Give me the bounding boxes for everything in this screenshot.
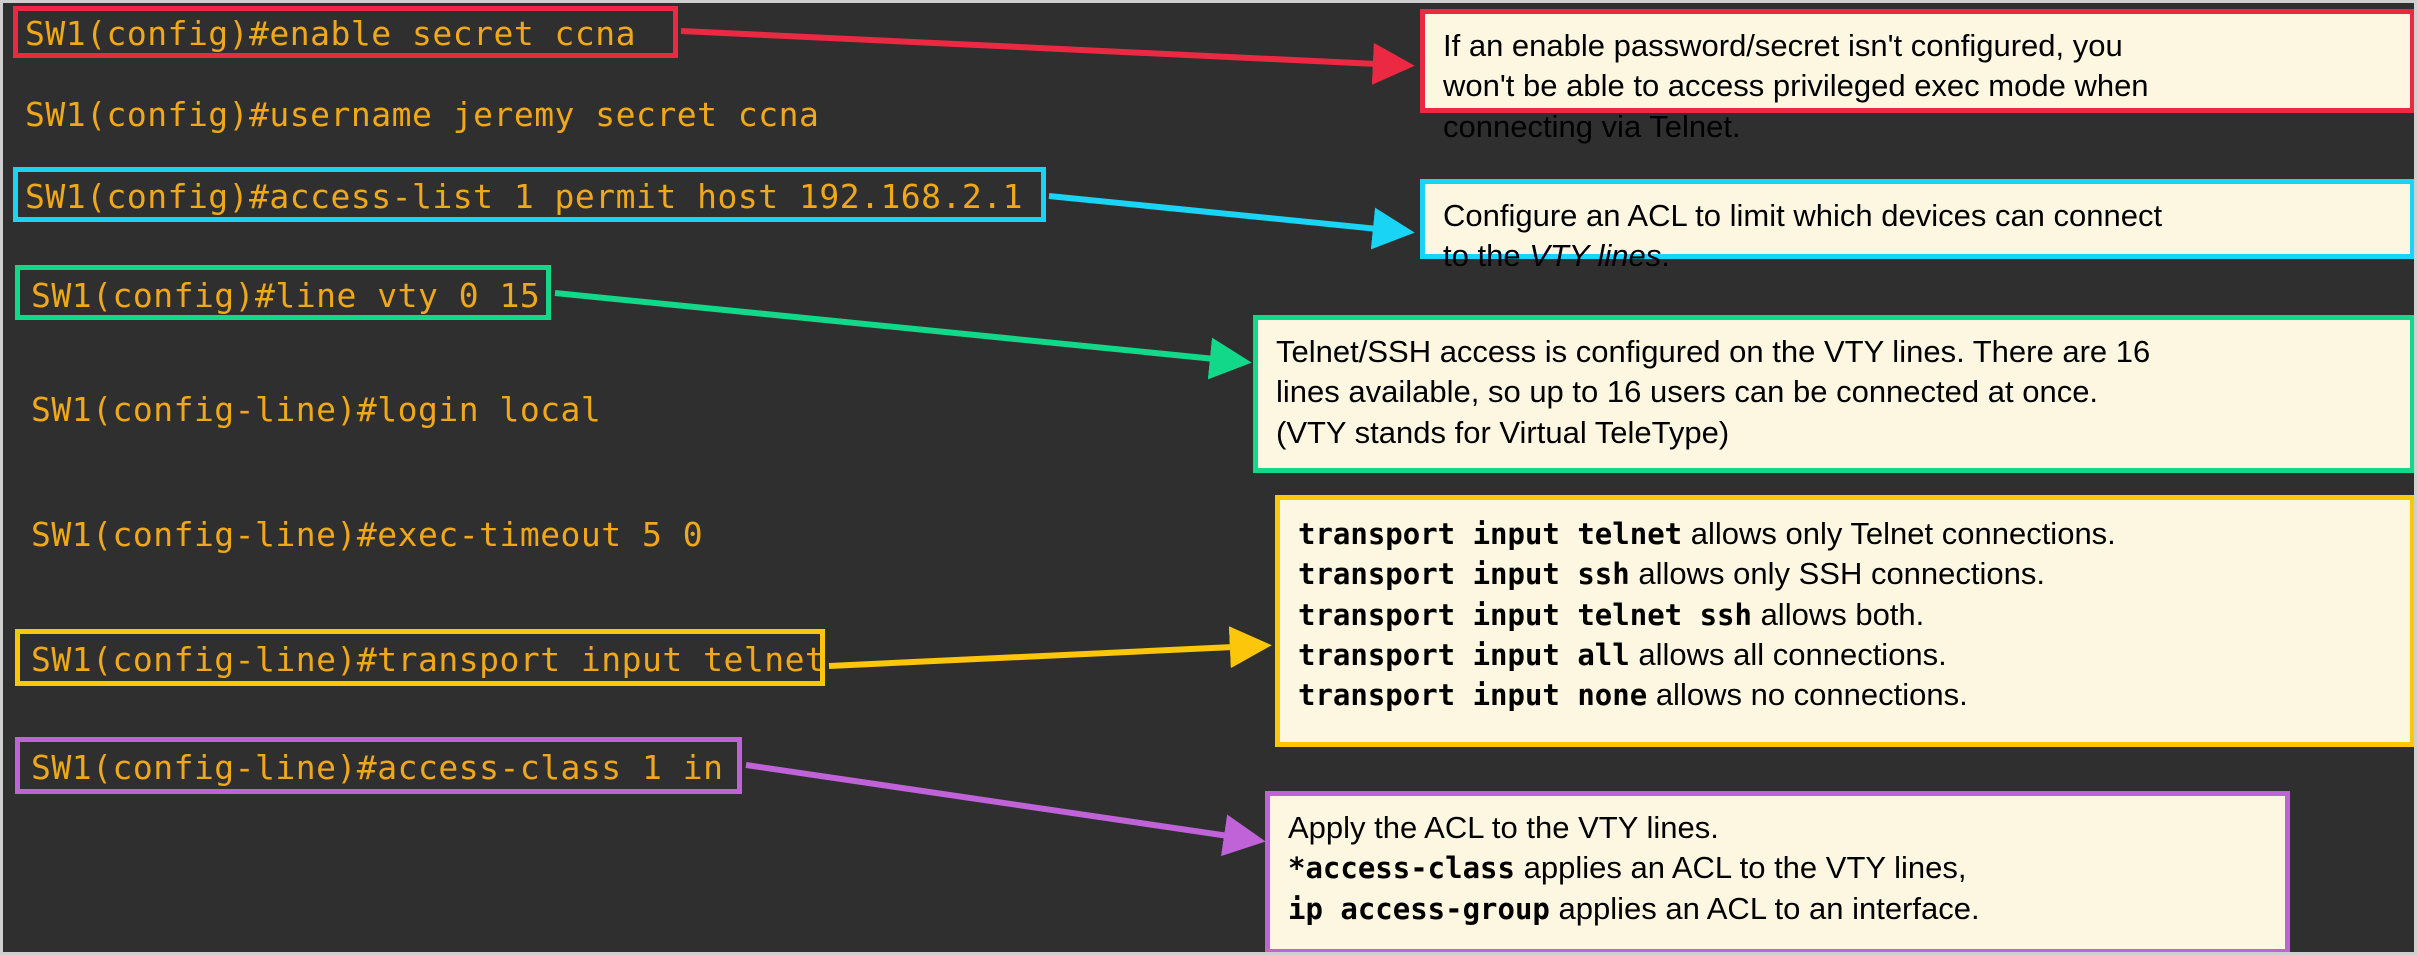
arrow-access-class: [745, 762, 1266, 857]
callout-transport-cmd: transport input all: [1298, 637, 1630, 672]
terminal-line-transport-input: SW1(config-line)#transport input telnet: [31, 640, 826, 679]
callout-transport-row: transport input telnet ssh allows both.: [1298, 595, 2394, 635]
callout-transport-row: transport input telnet allows only Telne…: [1298, 514, 2394, 554]
highlight-box-enable-secret: [13, 6, 678, 58]
highlight-box-transport-input: [15, 629, 825, 686]
callout-transport-cmd: transport input telnet ssh: [1298, 597, 1752, 632]
callout-transport-cmd: transport input telnet: [1298, 517, 1683, 551]
callout-access-class-line3: ip access-group applies an ACL to an int…: [1288, 889, 2269, 929]
arrow-transport-input: [828, 626, 1272, 669]
callout-vty-line2: lines available, so up to 16 users can b…: [1276, 374, 2099, 410]
callout-enable-secret-line1: If an enable password/secret isn't confi…: [1443, 28, 2123, 63]
callout-transport-desc: allows all connections.: [1629, 636, 1947, 672]
callout-transport-desc: allows no connections.: [1647, 677, 1968, 713]
callout-acl-line2-suffix: .: [1661, 238, 1670, 274]
callout-transport-row: transport input ssh allows only SSH conn…: [1298, 554, 2394, 594]
callout-transport-row: transport input all allows all connectio…: [1298, 635, 2394, 675]
callout-access-class-desc-2: applies an ACL to an interface.: [1549, 890, 1980, 926]
callout-transport-cmd: transport input none: [1298, 678, 1648, 713]
callout-access-class-line1: Apply the ACL to the VTY lines.: [1288, 810, 1719, 845]
arrow-line-vty: [554, 290, 1252, 380]
callout-transport-desc: allows only SSH connections.: [1629, 556, 2045, 592]
callout-vty-line1: Telnet/SSH access is configured on the V…: [1276, 334, 2151, 369]
callout-transport-desc: allows both.: [1751, 596, 1925, 632]
terminal-line-login-local: SW1(config-line)#login local: [31, 390, 602, 429]
callout-transport-row: transport input none allows no connectio…: [1298, 675, 2394, 715]
highlight-box-line-vty: [15, 265, 551, 320]
terminal-line-exec-timeout: SW1(config-line)#exec-timeout 5 0: [31, 515, 704, 554]
terminal-line-username: SW1(config)#username jeremy secret ccna: [25, 95, 820, 134]
callout-access-class-cmd-1: *access-class: [1288, 851, 1515, 886]
terminal-line-line-vty: SW1(config)#line vty 0 15: [31, 276, 541, 315]
callout-transport-cmd: transport input ssh: [1298, 557, 1630, 592]
callout-acl-line2-prefix: to the: [1443, 238, 1530, 274]
callout-access-class-line2: *access-class applies an ACL to the VTY …: [1288, 848, 2269, 888]
callout-access-class-cmd-2: ip access-group: [1288, 891, 1550, 926]
highlight-box-access-class: [15, 737, 742, 794]
arrow-enable-secret: [680, 28, 1415, 85]
callout-transport: transport input telnet allows only Telne…: [1275, 495, 2414, 747]
callout-vty-line3: (VTY stands for Virtual TeleType): [1276, 414, 1730, 450]
callout-access-class-desc-1: applies an ACL to the VTY lines,: [1514, 850, 1967, 886]
highlight-box-access-list: [13, 167, 1046, 222]
callout-access-class: Apply the ACL to the VTY lines. *access-…: [1265, 791, 2290, 952]
terminal-line-enable-secret: SW1(config)#enable secret ccna: [25, 14, 637, 53]
callout-acl: Configure an ACL to limit which devices …: [1420, 179, 2414, 273]
callout-acl-line1: Configure an ACL to limit which devices …: [1443, 198, 2163, 233]
callout-acl-line2-italic: VTY lines: [1529, 238, 1662, 274]
arrow-access-list: [1048, 193, 1415, 250]
callout-enable-secret: If an enable password/secret isn't confi…: [1420, 9, 2414, 144]
callout-enable-secret-line3: connecting via Telnet.: [1443, 108, 1741, 144]
callout-vty: Telnet/SSH access is configured on the V…: [1253, 315, 2414, 473]
callout-transport-desc: allows only Telnet connections.: [1682, 516, 2116, 551]
terminal-line-access-list: SW1(config)#access-list 1 permit host 19…: [25, 177, 1024, 216]
callout-acl-line2: to the VTY lines.: [1443, 236, 2394, 276]
callout-enable-secret-line2: won't be able to access privileged exec …: [1443, 68, 2149, 104]
terminal-line-access-class: SW1(config-line)#access-class 1 in: [31, 748, 724, 787]
